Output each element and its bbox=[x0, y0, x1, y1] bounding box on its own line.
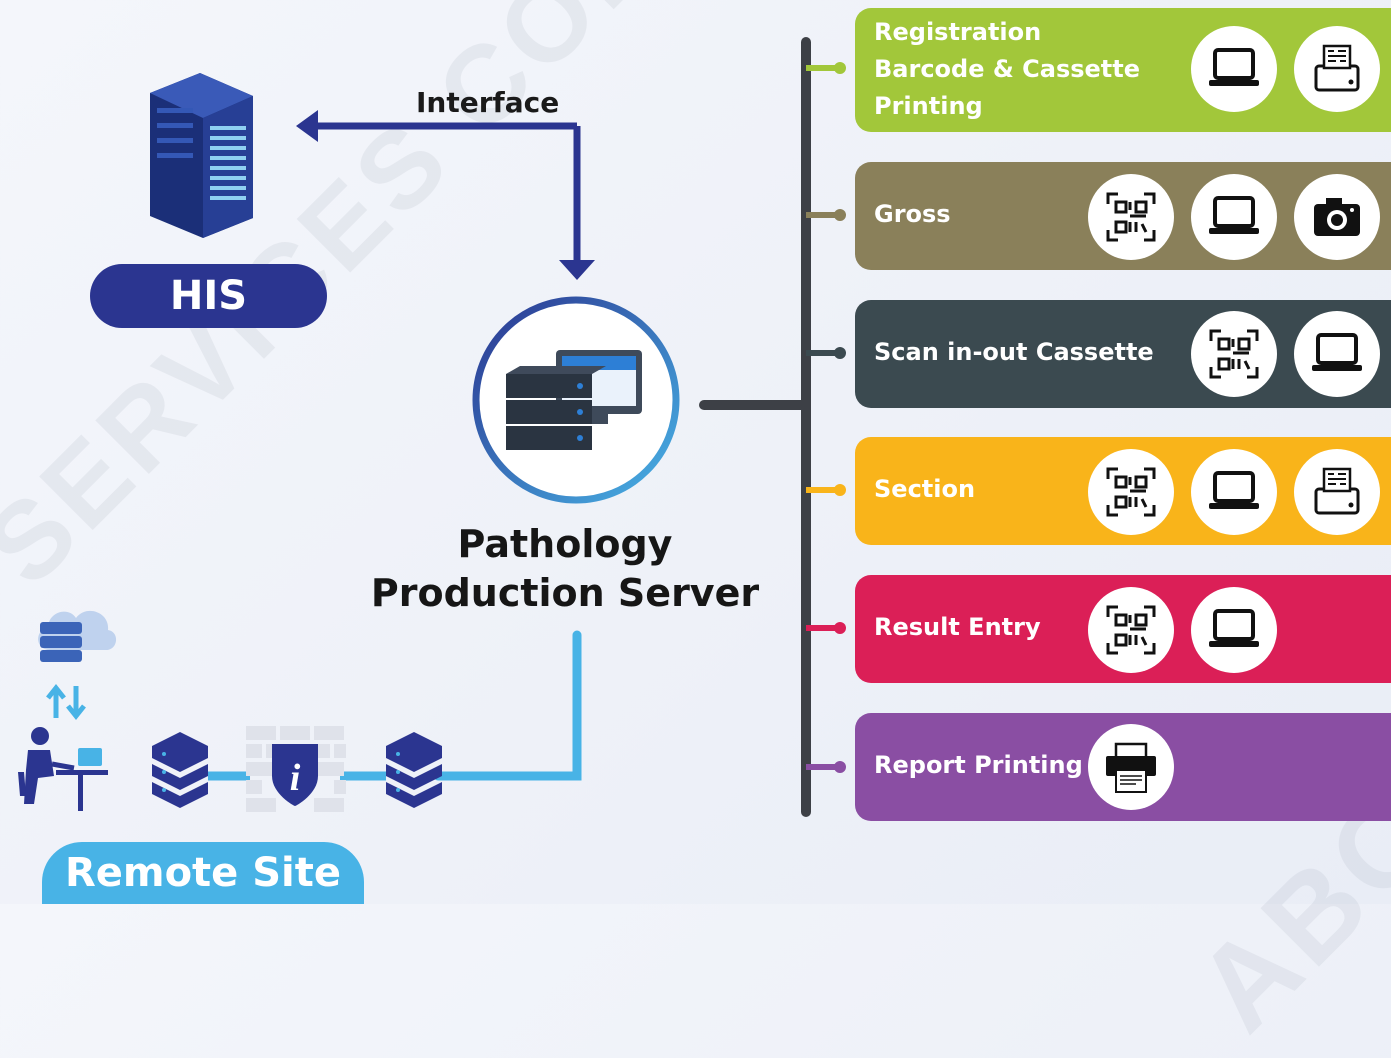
interface-label: Interface bbox=[416, 86, 560, 119]
laptop-icon bbox=[1191, 587, 1277, 673]
server-title-line1: Pathology bbox=[457, 522, 673, 566]
document-printer-icon bbox=[1088, 724, 1174, 810]
pathology-server-icon bbox=[472, 296, 680, 504]
sync-arrows-icon bbox=[46, 683, 86, 721]
qr-code-icon bbox=[1088, 449, 1174, 535]
station-label: Scan in-out Cassette bbox=[874, 338, 1154, 366]
station-label: Gross bbox=[874, 200, 951, 228]
station-label: Result Entry bbox=[874, 613, 1041, 641]
cloud-server-icon bbox=[38, 610, 117, 662]
laptop-icon bbox=[1191, 174, 1277, 260]
gateway-server-icon bbox=[386, 732, 442, 808]
laptop-icon bbox=[1294, 311, 1380, 397]
remote-link-line bbox=[433, 630, 582, 781]
firewall-icon: i bbox=[246, 726, 346, 812]
server-title: Pathology Production Server bbox=[360, 520, 770, 618]
arrowhead-down bbox=[559, 260, 595, 280]
svg-text:i: i bbox=[290, 757, 301, 799]
his-server-icon bbox=[150, 73, 253, 238]
laptop-icon bbox=[1191, 26, 1277, 112]
branch-connectors bbox=[806, 62, 846, 773]
qr-code-icon bbox=[1088, 587, 1174, 673]
arrowhead-left bbox=[296, 110, 318, 142]
server-title-line2: Production Server bbox=[370, 571, 760, 615]
qr-code-icon bbox=[1191, 311, 1277, 397]
remote-site-label: Remote Site bbox=[42, 842, 364, 904]
qr-code-icon bbox=[1088, 174, 1174, 260]
his-label: HIS bbox=[90, 264, 327, 328]
label-printer-icon bbox=[1294, 26, 1380, 112]
remote-user-icon bbox=[18, 727, 108, 811]
station-label: Report Printing bbox=[874, 751, 1083, 779]
camera-icon bbox=[1294, 174, 1380, 260]
remote-server-icon bbox=[152, 732, 208, 808]
label-printer-icon bbox=[1294, 449, 1380, 535]
station-label: Registration Barcode & Cassette Printing bbox=[874, 18, 1141, 120]
laptop-icon bbox=[1191, 449, 1277, 535]
connection-lines bbox=[208, 37, 846, 817]
station-label: Section bbox=[874, 475, 976, 503]
